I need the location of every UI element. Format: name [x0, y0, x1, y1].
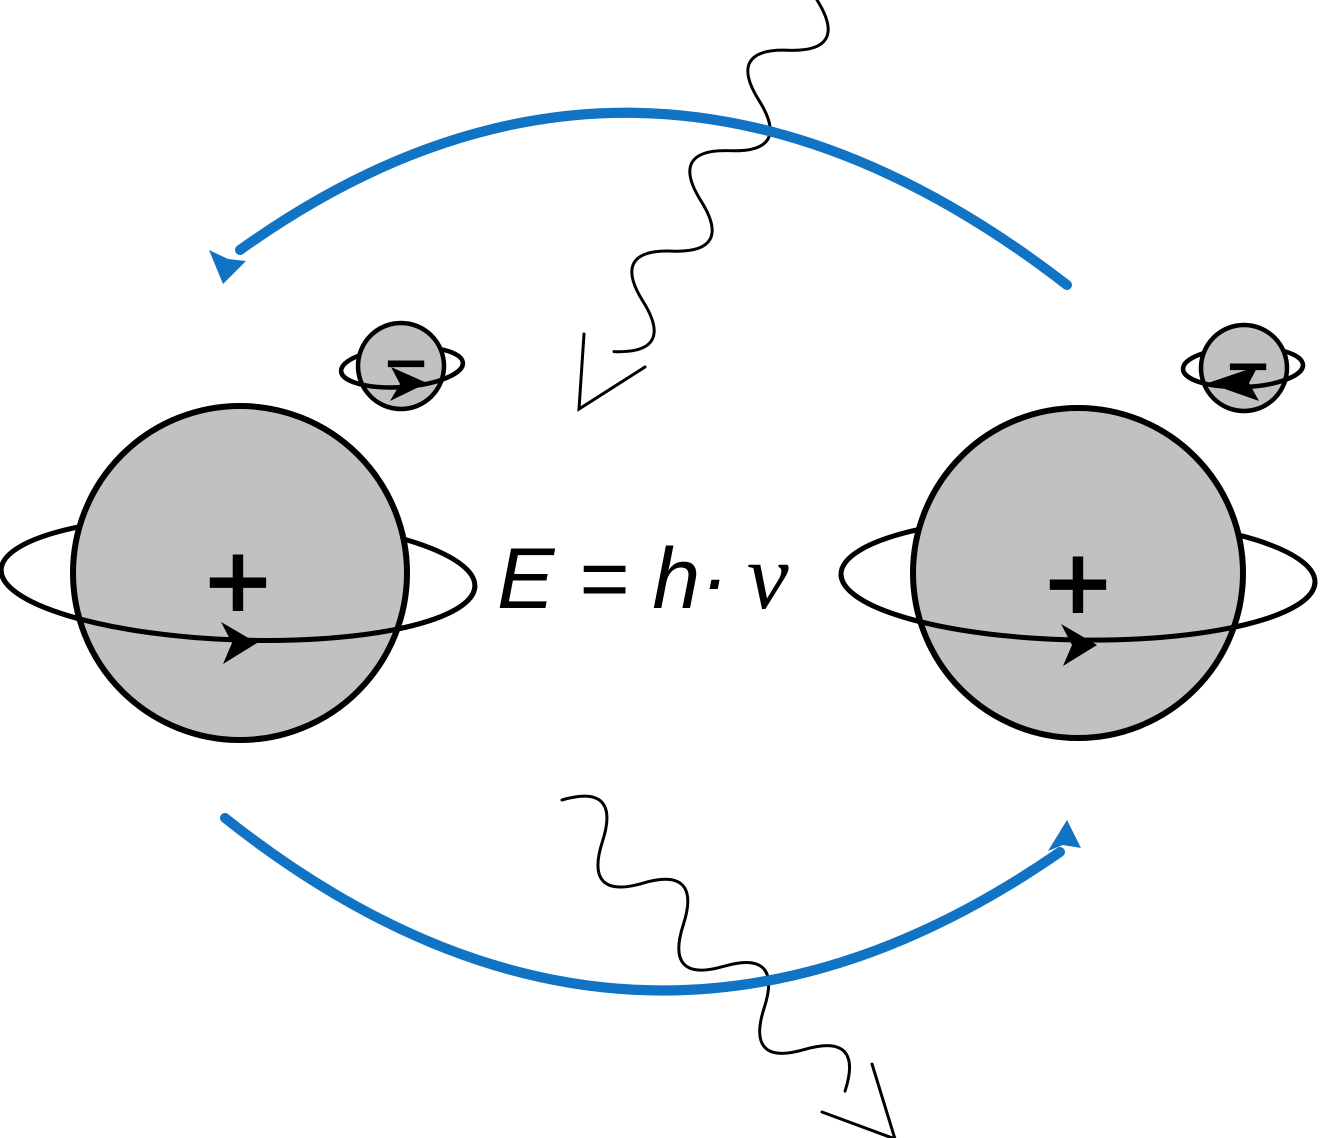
right-atom-charge-label: + [1040, 530, 1115, 635]
bottom-photon-wave [560, 794, 851, 1093]
formula-main: E = h· [497, 531, 729, 627]
top-photon-wave [612, 0, 830, 354]
left-electron-spin-arrow-icon [390, 367, 427, 401]
formula-nu-symbol: ν [747, 525, 789, 629]
bottom-photon-arrowhead-icon [820, 1062, 897, 1138]
right-electron-spin-arrow-icon [1208, 366, 1259, 401]
bottom-photon-arrow [560, 794, 897, 1138]
right-electron-sphere [1198, 322, 1290, 414]
left-atom-sphere [70, 403, 410, 743]
bottom-cycle-arc [220, 813, 1065, 996]
left-electron-charge-label: − [382, 328, 431, 396]
bottom-cycle-arrow [220, 813, 1081, 996]
right-atom-sphere [910, 405, 1246, 741]
right-electron: − [1180, 322, 1306, 414]
right-atom: + [838, 405, 1318, 741]
photon-energy-formula: E = h· ν [497, 525, 789, 629]
left-atom-charge-label: + [200, 528, 275, 633]
left-atom-spin-arrow-icon [221, 622, 257, 664]
right-electron-charge-label: − [1224, 331, 1273, 399]
left-electron: − [338, 320, 466, 412]
bottom-cycle-arrowhead-icon [1048, 820, 1081, 851]
top-cycle-arc [235, 107, 1072, 290]
top-cycle-arrow [209, 107, 1072, 290]
top-photon-arrowhead-icon [577, 332, 647, 412]
right-atom-spin-arrow-icon [1061, 624, 1097, 666]
top-cycle-arrowhead-icon [209, 250, 246, 284]
top-photon-arrow [577, 0, 830, 412]
left-atom: + [0, 403, 478, 743]
